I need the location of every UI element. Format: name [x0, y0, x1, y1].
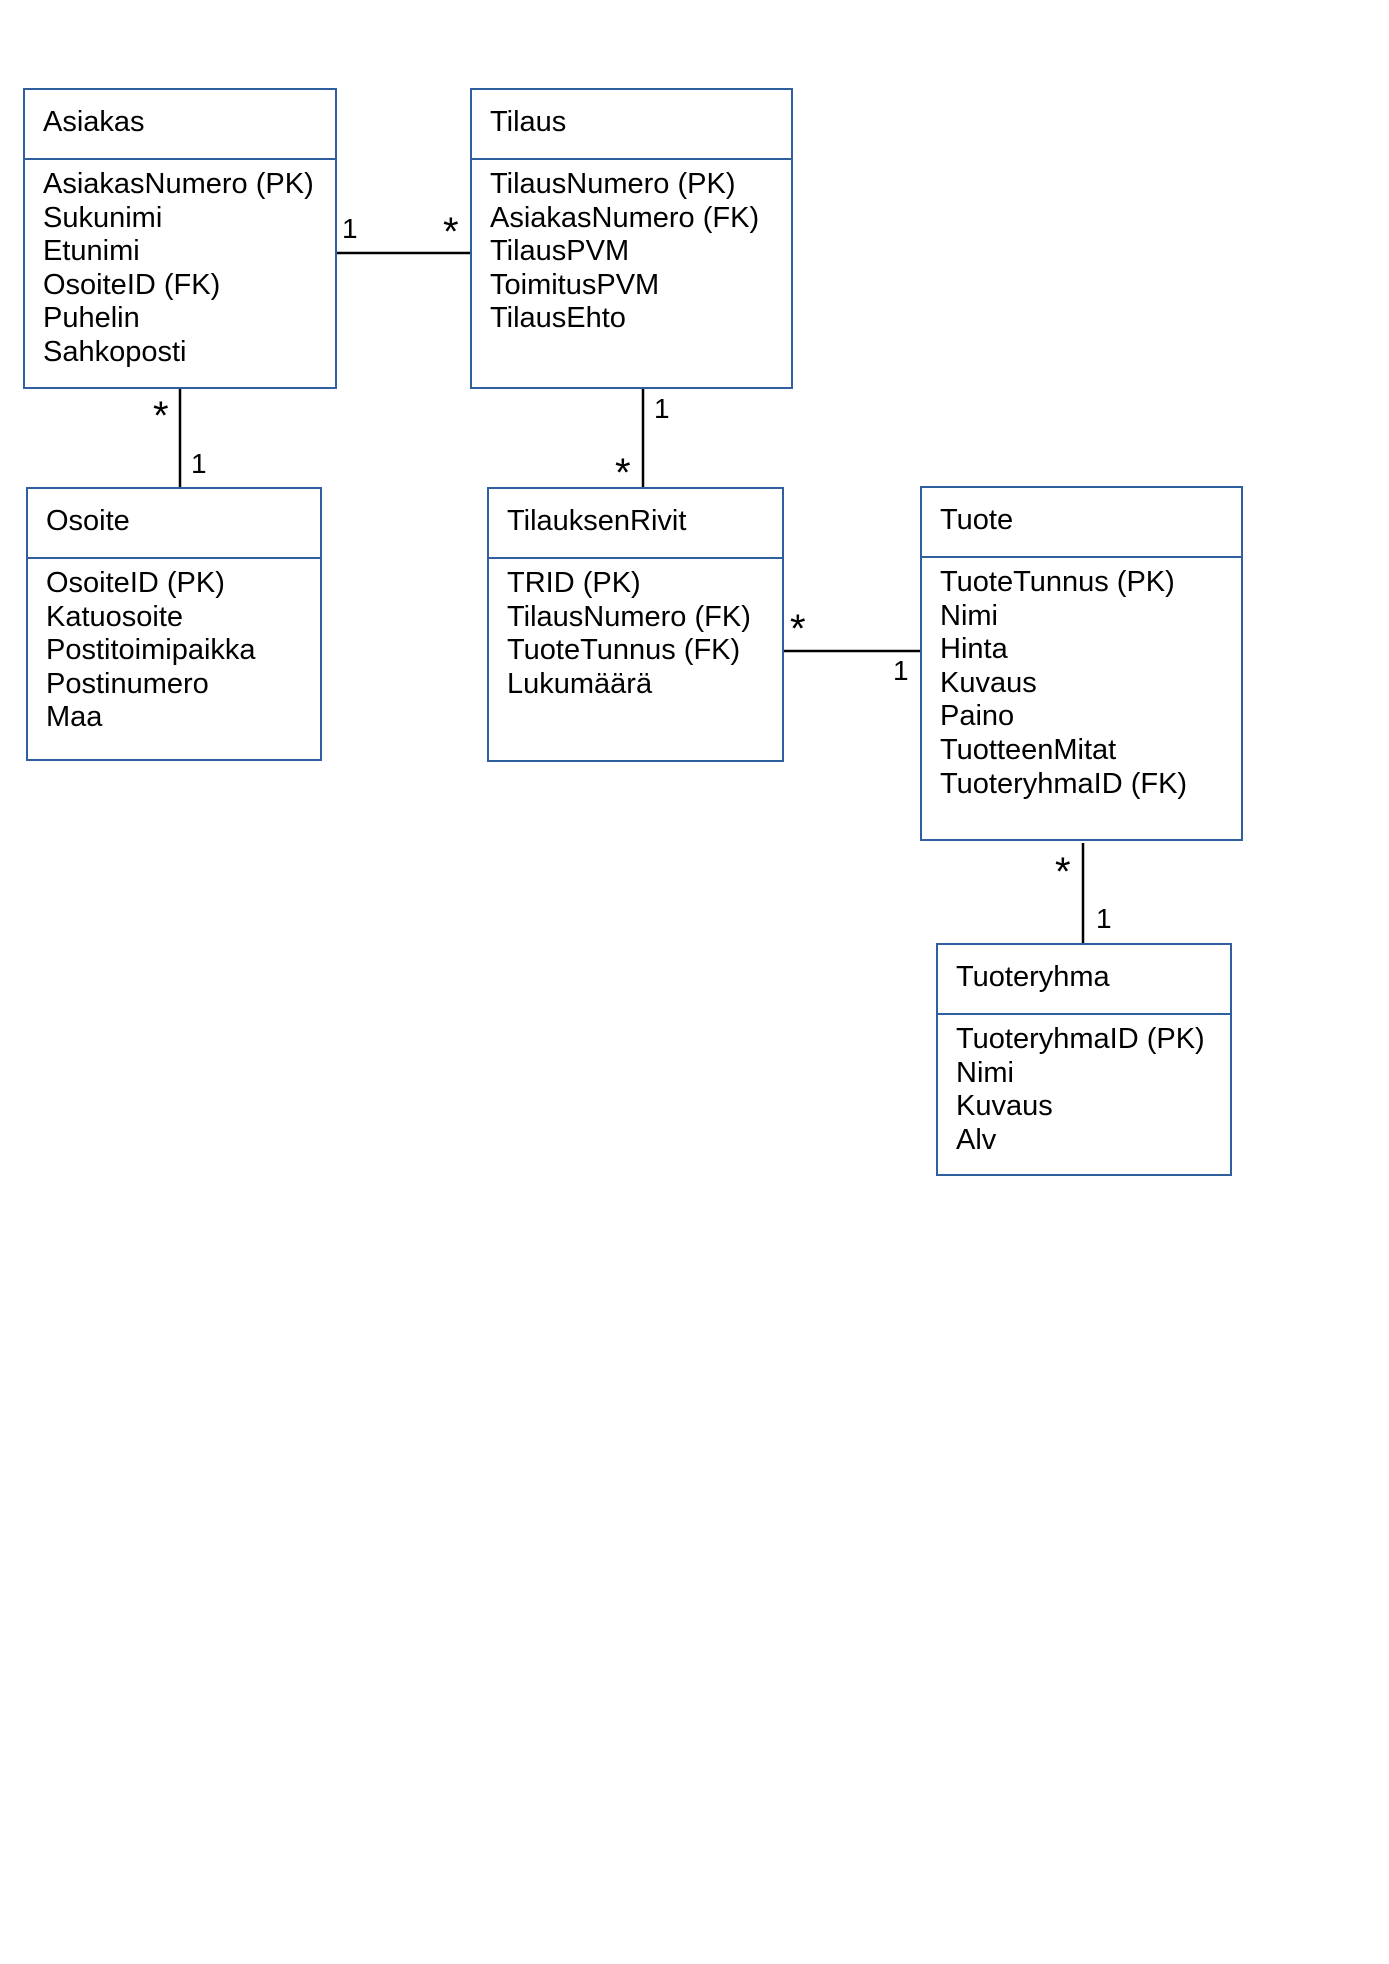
- multiplicity-label: *: [615, 451, 631, 495]
- attribute: TuoteTunnus (PK): [940, 566, 1175, 598]
- attribute-list: OsoiteID (PK) Katuosoite Postitoimipaikk…: [28, 559, 320, 735]
- attribute: Postitoimipaikka: [46, 634, 256, 667]
- attribute: ToimitusPVM: [490, 268, 660, 301]
- attribute: Sukunimi: [43, 201, 163, 234]
- attribute: Nimi: [940, 599, 998, 632]
- attribute: Paino: [940, 700, 1015, 733]
- attribute: OsoiteID (PK): [46, 567, 225, 599]
- entity-asiakas[interactable]: Asiakas AsiakasNumero (PK) Sukunimi Etun…: [23, 88, 337, 389]
- attribute: Katuosoite: [46, 600, 184, 633]
- attribute: Kuvaus: [956, 1090, 1053, 1123]
- attribute: TuoteryhmaID (PK): [956, 1023, 1205, 1055]
- attribute: TilausNumero (PK): [490, 168, 736, 200]
- multiplicity-label: 1: [893, 655, 909, 686]
- entity-name: TilauksenRivit: [489, 489, 782, 559]
- attribute: TuoteryhmaID (FK): [940, 767, 1188, 800]
- attribute: OsoiteID (FK): [43, 268, 221, 301]
- attribute: Maa: [46, 701, 103, 734]
- entity-name: Tuote: [922, 488, 1241, 558]
- entity-tilaus[interactable]: Tilaus TilausNumero (PK) AsiakasNumero (…: [470, 88, 793, 389]
- attribute: Puhelin: [43, 302, 140, 335]
- entity-tuoteryhma[interactable]: Tuoteryhma TuoteryhmaID (PK) Nimi Kuvaus…: [936, 943, 1232, 1176]
- attribute: Hinta: [940, 633, 1008, 666]
- multiplicity-label: 1: [654, 393, 670, 424]
- attribute-list: TuoteryhmaID (PK) Nimi Kuvaus Alv: [938, 1015, 1230, 1157]
- attribute: TuotteenMitat: [940, 733, 1117, 766]
- entity-name: Tuoteryhma: [938, 945, 1230, 1015]
- multiplicity-label: 1: [342, 213, 358, 244]
- attribute: Kuvaus: [940, 666, 1037, 699]
- attribute: Nimi: [956, 1056, 1014, 1089]
- attribute: TilausNumero (FK): [507, 600, 751, 633]
- attribute: Postinumero: [46, 667, 209, 700]
- attribute: TuoteTunnus (FK): [507, 634, 741, 667]
- entity-name: Tilaus: [472, 90, 791, 160]
- multiplicity-label: 1: [191, 448, 207, 479]
- attribute-list: TilausNumero (PK) AsiakasNumero (FK) Til…: [472, 160, 791, 336]
- entity-osoite[interactable]: Osoite OsoiteID (PK) Katuosoite Postitoi…: [26, 487, 322, 761]
- entity-tilauksenrivit[interactable]: TilauksenRivit TRID (PK) TilausNumero (F…: [487, 487, 784, 762]
- entity-name: Osoite: [28, 489, 320, 559]
- attribute: AsiakasNumero (PK): [43, 168, 314, 200]
- entity-name: Asiakas: [25, 90, 335, 160]
- attribute-list: AsiakasNumero (PK) Sukunimi Etunimi Osoi…: [25, 160, 335, 370]
- multiplicity-label: *: [443, 210, 459, 254]
- attribute: TilausEhto: [490, 302, 626, 335]
- multiplicity-label: *: [1055, 850, 1071, 894]
- multiplicity-label: *: [790, 607, 806, 651]
- attribute: Lukumäärä: [507, 667, 653, 700]
- attribute-list: TuoteTunnus (PK) Nimi Hinta Kuvaus Paino…: [922, 558, 1241, 801]
- entity-tuote[interactable]: Tuote TuoteTunnus (PK) Nimi Hinta Kuvaus…: [920, 486, 1243, 841]
- attribute: AsiakasNumero (FK): [490, 201, 760, 234]
- attribute: TilausPVM: [490, 235, 630, 268]
- attribute-list: TRID (PK) TilausNumero (FK) TuoteTunnus …: [489, 559, 782, 701]
- attribute: Sahkoposti: [43, 335, 187, 368]
- multiplicity-label: *: [153, 394, 169, 438]
- attribute: Etunimi: [43, 235, 140, 268]
- attribute: Alv: [956, 1123, 997, 1156]
- attribute: TRID (PK): [507, 567, 641, 599]
- multiplicity-label: 1: [1096, 903, 1112, 934]
